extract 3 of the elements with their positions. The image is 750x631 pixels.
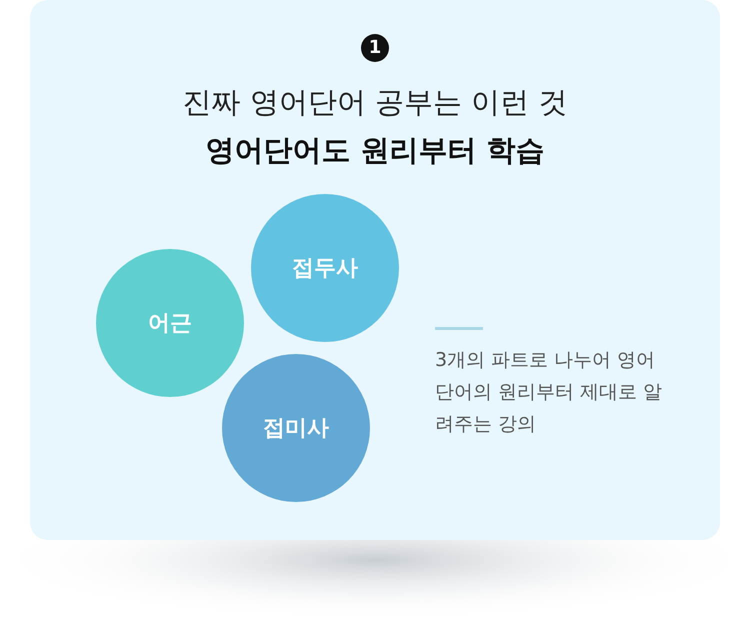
description: 3개의 파트로 나누어 영어단어의 원리부터 제대로 알려주는 강의 — [435, 348, 664, 437]
title: 진짜 영어단어 공부는 이런 것 — [182, 84, 568, 121]
subtitle: 영어단어도 원리부터 학습 — [204, 132, 546, 169]
